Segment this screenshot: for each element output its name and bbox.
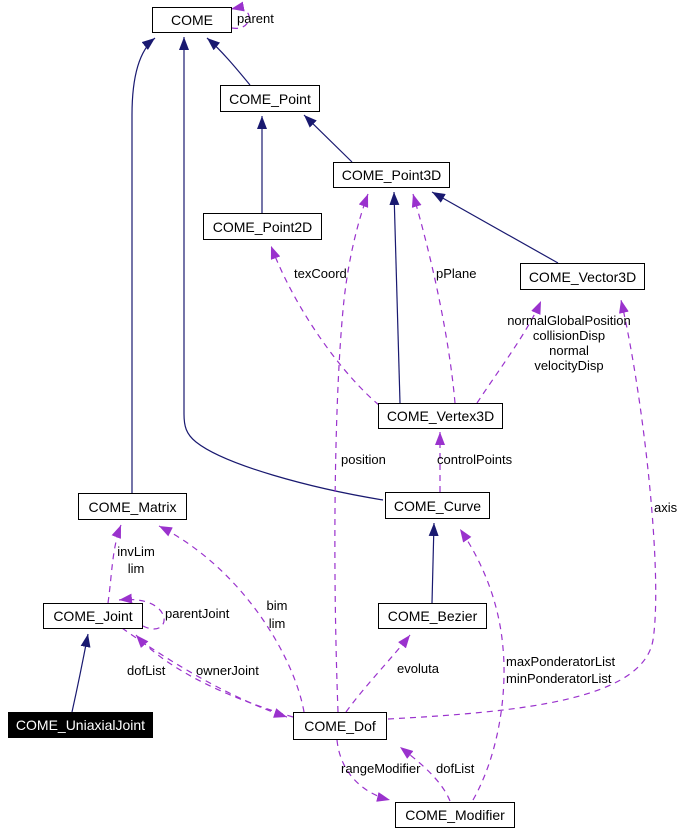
edge-inheritance-vector3d-to-point3d <box>431 191 559 264</box>
edge-label-position: position <box>341 452 386 467</box>
edge-inheritance-point-to-come <box>206 37 251 86</box>
node-come[interactable]: COME <box>152 7 232 33</box>
edge-usage-vector-members <box>476 300 542 404</box>
node-come-point2d[interactable]: COME_Point2D <box>203 213 322 240</box>
node-come-curve[interactable]: COME_Curve <box>385 492 490 519</box>
node-come-vertex3d[interactable]: COME_Vertex3D <box>378 403 503 429</box>
node-come-point3d[interactable]: COME_Point3D <box>333 162 450 188</box>
edge-label-ownerjoint: ownerJoint <box>196 663 259 678</box>
edge-label-doflist-joint: dofList <box>127 663 166 678</box>
edge-label-ponderator-lists: maxPonderatorList minPonderatorList <box>506 654 616 686</box>
edge-label-rangemodifier: rangeModifier <box>341 761 421 776</box>
node-come-point[interactable]: COME_Point <box>220 85 320 112</box>
node-come-vector3d[interactable]: COME_Vector3D <box>520 263 645 290</box>
node-come-joint[interactable]: COME_Joint <box>43 603 143 629</box>
edge-label-axis: axis <box>654 500 678 515</box>
edge-usage-parent-self-loop <box>230 1 250 29</box>
node-come-matrix[interactable]: COME_Matrix <box>78 493 187 520</box>
edge-usage-doflist-to-dof <box>399 746 451 802</box>
edge-label-doflist-dof: dofList <box>436 761 475 776</box>
edge-usage-ownerjoint <box>121 627 288 718</box>
edge-usage-texcoord <box>270 245 380 406</box>
edge-usage-doflist-to-joint <box>135 634 294 718</box>
edge-label-pplane: pPlane <box>436 266 477 281</box>
edge-label-evoluta: evoluta <box>397 661 439 676</box>
edge-inheritance-bezier-to-curve <box>428 522 439 604</box>
node-come-modifier[interactable]: COME_Modifier <box>395 802 515 828</box>
edge-label-invlim-lim: invLim lim <box>117 544 155 576</box>
edge-inheritance-curve-to-come <box>179 37 384 501</box>
edge-usage-evoluta <box>345 634 411 713</box>
node-come-bezier[interactable]: COME_Bezier <box>378 603 487 629</box>
edge-label-parent: parent <box>237 11 274 26</box>
edge-label-bim-lim: bim lim <box>266 598 288 631</box>
edge-usage-position <box>334 193 369 713</box>
edge-label-texcoord: texCoord <box>294 266 347 281</box>
edge-inheritance-matrix-to-come <box>131 37 156 493</box>
edge-inheritance-point3d-to-point <box>303 114 353 163</box>
edge-inheritance-uniaxialjoint-to-joint <box>71 633 91 713</box>
edge-inheritance-vertex3d-to-point3d <box>389 191 401 404</box>
edge-usage-pplane <box>411 193 456 404</box>
edge-label-parentjoint: parentJoint <box>165 606 230 621</box>
edge-label-vector-members: normalGlobalPosition collisionDisp norma… <box>507 313 631 373</box>
edge-label-controlpoints: controlPoints <box>437 452 513 467</box>
node-come-dof[interactable]: COME_Dof <box>293 712 387 740</box>
edge-usage-ponderator-lists <box>459 528 505 801</box>
edge-usage-axis <box>387 299 657 720</box>
node-come-uniaxialjoint[interactable]: COME_UniaxialJoint <box>8 712 153 738</box>
